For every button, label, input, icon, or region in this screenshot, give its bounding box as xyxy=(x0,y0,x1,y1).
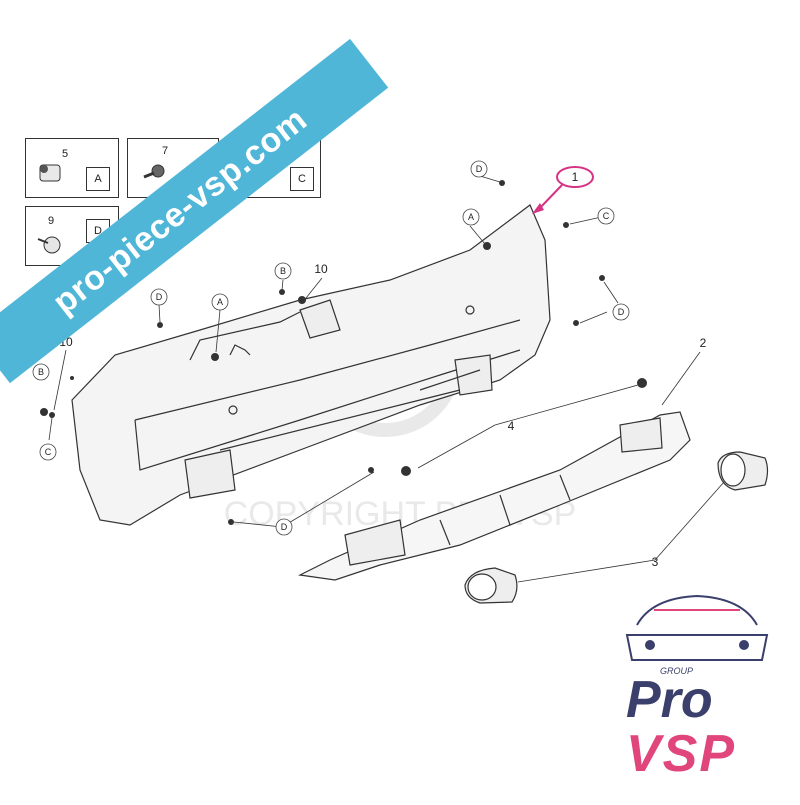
circle-d-label: D xyxy=(156,292,163,302)
leader-lines xyxy=(48,175,725,583)
legend-box-a: 5 A xyxy=(25,138,119,198)
circle-d-label: D xyxy=(281,522,288,532)
logo-group-text: GROUP xyxy=(660,666,694,676)
callout-4-label: 4 xyxy=(508,419,515,433)
callout-3-label: 3 xyxy=(652,555,659,569)
circle-c-label: C xyxy=(45,447,52,457)
exhaust-tip-upper xyxy=(717,451,769,491)
legend-letter: C xyxy=(290,167,314,191)
clip-icon xyxy=(39,164,61,182)
screw-icon xyxy=(143,164,165,179)
legend-letter: A xyxy=(86,167,110,191)
circle-a-label: A xyxy=(468,212,474,222)
car-outline-icon xyxy=(625,594,769,661)
legend-part-number: 7 xyxy=(162,145,169,157)
rear-diffuser xyxy=(298,411,691,581)
rear-bumper xyxy=(71,204,551,526)
circle-d-label: D xyxy=(476,164,483,174)
push-rivet-icon xyxy=(37,236,61,254)
provsp-logo: GROUP Pro VSP xyxy=(612,590,782,790)
legend-part-number: 5 xyxy=(62,148,69,160)
callout-1-label: 1 xyxy=(572,170,579,184)
logo-vsp-text: VSP xyxy=(626,725,737,783)
logo-pro-text: Pro xyxy=(626,671,713,729)
circle-b-label: B xyxy=(280,266,286,276)
circle-a-label: A xyxy=(217,297,223,307)
circle-c-label: C xyxy=(603,211,610,221)
letter-circles xyxy=(32,160,630,536)
callout-2-label: 2 xyxy=(700,336,707,350)
circle-b-label: B xyxy=(38,367,44,377)
callout-1: 1 xyxy=(532,166,594,214)
callout-10-label: 10 xyxy=(314,262,328,276)
exhaust-tip-lower xyxy=(464,567,518,604)
legend-part-number: 9 xyxy=(48,215,55,227)
circle-d-label: D xyxy=(618,307,625,317)
